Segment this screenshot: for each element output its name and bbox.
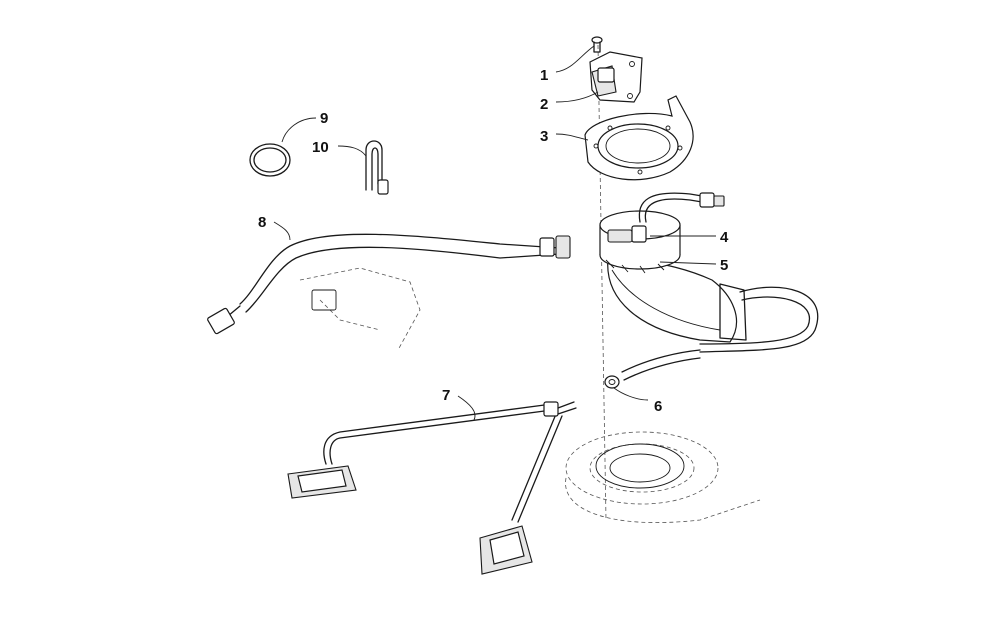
part-1-screw[interactable] [591, 36, 603, 53]
part-2-bracket[interactable] [589, 51, 643, 103]
callout-4: 4 [720, 229, 729, 246]
callout-10: 10 [312, 139, 329, 156]
part-4-wiring-harness[interactable] [638, 192, 725, 223]
part-3-mounting-plate[interactable] [584, 95, 694, 181]
callout-2: 2 [540, 96, 548, 113]
part-5-fuel-pump-module[interactable] [599, 210, 819, 353]
callout-9: 9 [320, 110, 328, 127]
callout-1: 1 [540, 67, 548, 84]
assembly-axis [597, 44, 607, 521]
callout-5: 5 [720, 257, 728, 274]
leader-lines [273, 45, 717, 421]
fuel-tank-opening-ghost [565, 431, 761, 523]
part-9-clamp-ring[interactable] [249, 143, 291, 177]
part-8-harness-conduit[interactable] [207, 233, 571, 351]
part-10-cable-tie[interactable] [365, 140, 389, 195]
callout-7: 7 [442, 387, 450, 404]
callout-3: 3 [540, 128, 548, 145]
part-6-hose-fitting[interactable] [604, 349, 701, 389]
callout-8: 8 [258, 214, 266, 231]
part-7-vent-hose-assembly[interactable] [287, 401, 577, 575]
callout-6: 6 [654, 398, 662, 415]
